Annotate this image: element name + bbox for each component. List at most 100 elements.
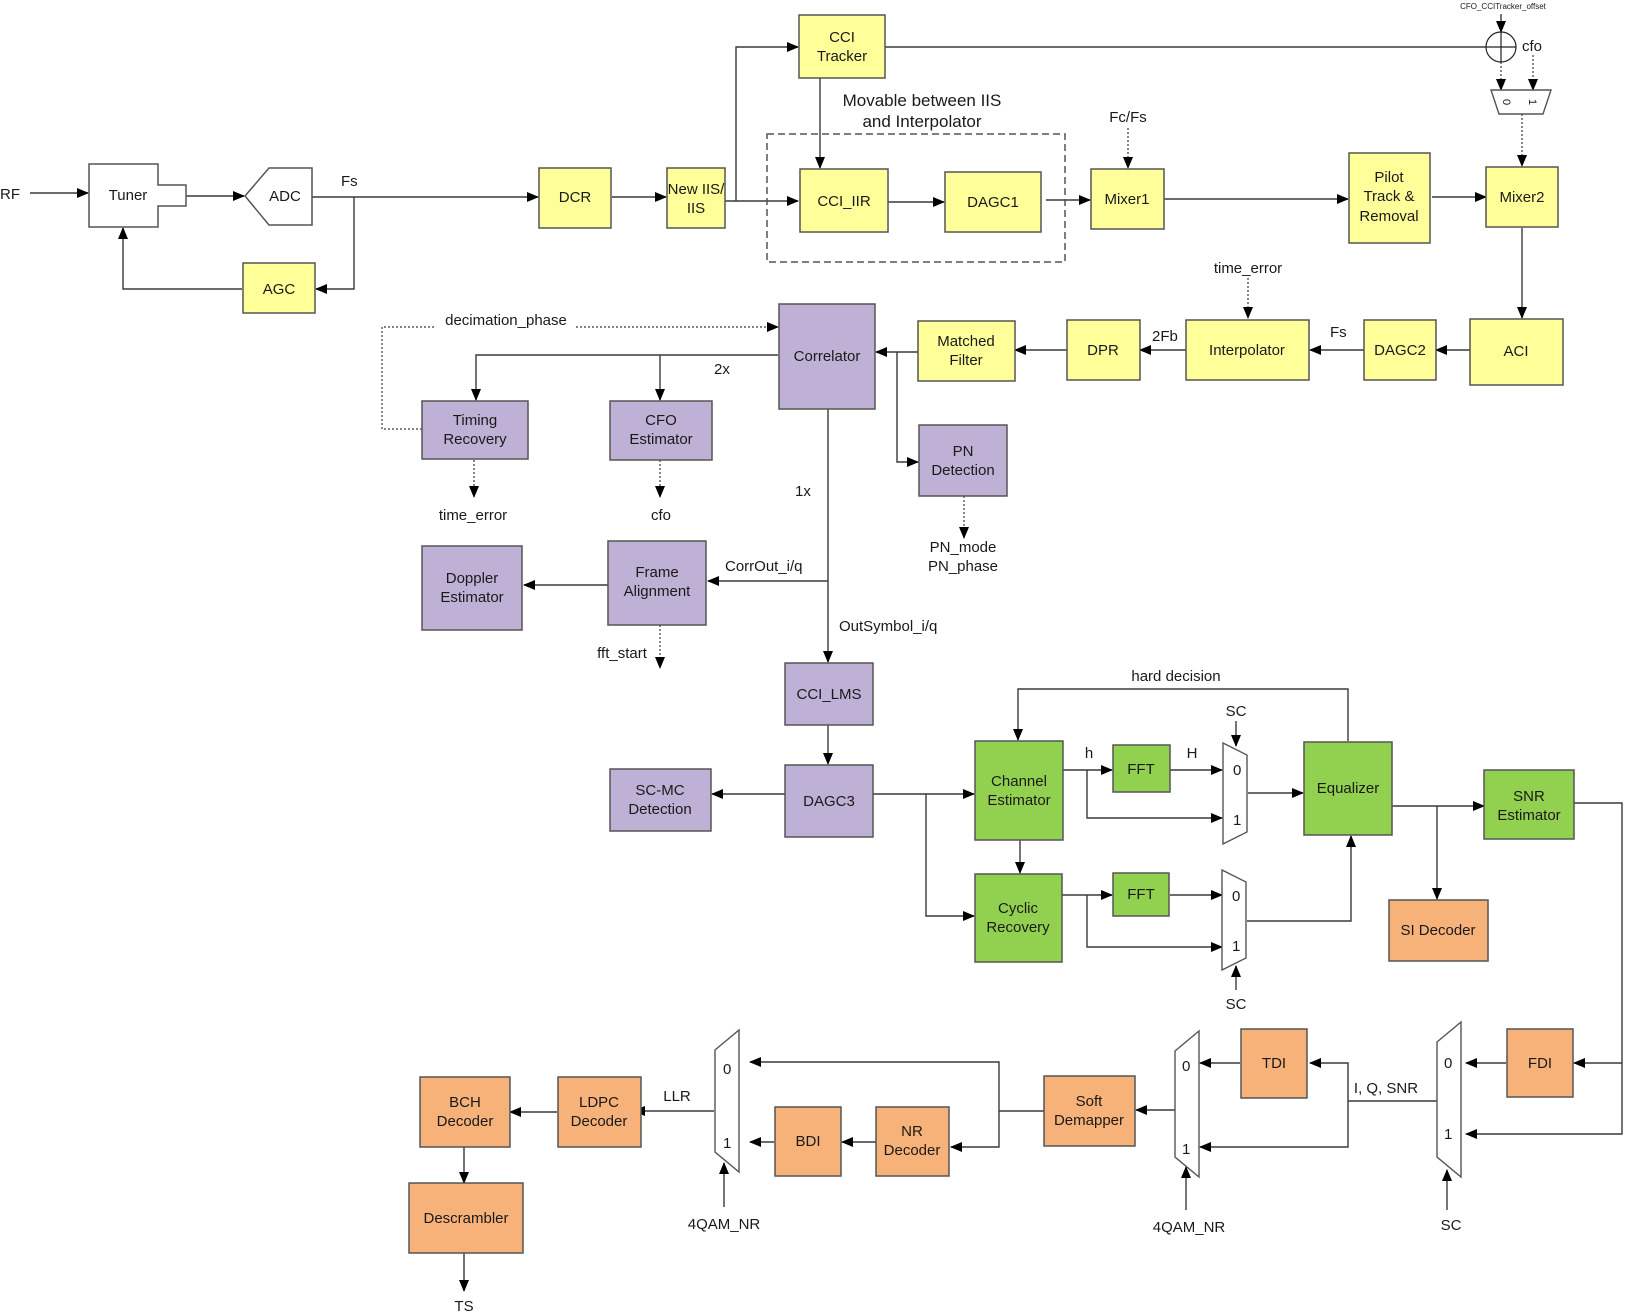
new-iis-label-1: New IIS/ (668, 181, 726, 198)
qam-nr-label-mux4: 4QAM_NR (1153, 1219, 1226, 1236)
channel-estimator-label-1: Channel (991, 773, 1047, 790)
pn-detection-block[interactable]: PN Detection (918, 424, 1008, 497)
tuner-block[interactable]: Tuner (88, 163, 187, 228)
equalizer-label: Equalizer (1317, 780, 1380, 797)
cyclic-recovery-label-2: Recovery (986, 919, 1050, 936)
cyclic-recovery-block[interactable]: Cyclic Recovery (974, 873, 1063, 963)
pn-detection-label-2: Detection (931, 462, 994, 479)
mux3-1: 1 (1444, 1126, 1452, 1143)
dagc3-block[interactable]: DAGC3 (784, 764, 874, 838)
equalizer-block[interactable]: Equalizer (1303, 741, 1393, 836)
nr-decoder-label-2: Decoder (884, 1142, 941, 1159)
pilot-label-3: Removal (1359, 208, 1418, 225)
adc-label: ADC (269, 188, 301, 205)
movable-region (766, 133, 1066, 263)
mixer1-label: Mixer1 (1104, 191, 1149, 208)
h-small-label: h (1085, 745, 1093, 762)
channel-estimator-block[interactable]: Channel Estimator (974, 740, 1064, 841)
mux5-1: 1 (723, 1135, 731, 1152)
mux5-0: 0 (723, 1061, 731, 1078)
pilot-track-block[interactable]: Pilot Track & Removal (1348, 152, 1431, 244)
doppler-estimator-block[interactable]: Doppler Estimator (421, 545, 523, 631)
hard-decision-label: hard decision (1131, 668, 1220, 685)
adc-block[interactable]: ADC (244, 167, 313, 226)
matched-filter-label-1: Matched (937, 333, 995, 350)
time-error-label-top: time_error (1214, 260, 1282, 277)
frame-alignment-block[interactable]: Frame Alignment (607, 540, 707, 626)
one-x-label: 1x (795, 483, 811, 500)
correlator-block[interactable]: Correlator (778, 303, 876, 410)
frame-alignment-label-1: Frame (635, 564, 678, 581)
cfo-label-top: cfo (1522, 38, 1542, 55)
dcr-block[interactable]: DCR (538, 167, 612, 229)
bdi-block[interactable]: BDI (774, 1106, 842, 1177)
corr-out-label: CorrOut_i/q (725, 558, 803, 575)
pn-detection-label-1: PN (953, 443, 974, 460)
cfo-estimator-block[interactable]: CFO Estimator (609, 400, 713, 461)
bch-label-2: Decoder (437, 1113, 494, 1130)
doppler-label-2: Estimator (440, 589, 503, 606)
dagc3-label: DAGC3 (803, 793, 855, 810)
agc-block[interactable]: AGC (242, 262, 316, 314)
aci-block[interactable]: ACI (1469, 318, 1564, 386)
fft-block-2[interactable]: FFT (1112, 872, 1170, 917)
channel-estimator-label-2: Estimator (987, 792, 1050, 809)
dcr-label: DCR (559, 189, 592, 206)
cfo-offset-label: CFO_CCITracker_offset (1460, 2, 1547, 11)
mux-cyclic[interactable]: 0 1 (1221, 868, 1247, 972)
dpr-block[interactable]: DPR (1066, 319, 1141, 381)
fdi-block[interactable]: FDI (1506, 1028, 1574, 1098)
tuner-label: Tuner (109, 187, 148, 204)
mixer2-block[interactable]: Mixer2 (1485, 166, 1559, 228)
bch-label-1: BCH (449, 1094, 481, 1111)
dagc2-label: DAGC2 (1374, 342, 1426, 359)
cci-tracker-block[interactable]: CCI Tracker (798, 14, 886, 79)
dagc2-block[interactable]: DAGC2 (1363, 319, 1437, 381)
pn-mode-label: PN_mode (930, 539, 997, 556)
mux-nr-select[interactable]: 0 1 (714, 1028, 740, 1174)
ldpc-decoder-block[interactable]: LDPC Decoder (557, 1076, 642, 1148)
cfo-estimator-label-2: Estimator (629, 431, 692, 448)
scmc-detection-block[interactable]: SC-MC Detection (609, 768, 712, 832)
si-decoder-block[interactable]: SI Decoder (1388, 899, 1489, 962)
dagc1-block[interactable]: DAGC1 (944, 171, 1042, 233)
cci-lms-block[interactable]: CCI_LMS (784, 662, 874, 726)
fft-block-1[interactable]: FFT (1112, 744, 1171, 793)
cfo-mux-1: 1 (1526, 99, 1538, 105)
bch-decoder-block[interactable]: BCH Decoder (419, 1076, 511, 1148)
aci-label: ACI (1503, 343, 1528, 360)
tdi-label: TDI (1262, 1055, 1286, 1072)
nr-decoder-block[interactable]: NR Decoder (875, 1106, 950, 1177)
mux-deinterleave-select[interactable]: 0 1 (1436, 1020, 1462, 1179)
fc-fs-label: Fc/Fs (1109, 109, 1147, 126)
mux-channel[interactable]: 0 1 (1222, 741, 1248, 846)
iq-snr-label: I, Q, SNR (1354, 1080, 1418, 1097)
timing-recovery-block[interactable]: Timing Recovery (421, 400, 529, 460)
new-iis-block[interactable]: New IIS/ IIS (666, 167, 726, 229)
matched-filter-block[interactable]: Matched Filter (917, 320, 1016, 382)
descrambler-block[interactable]: Descrambler (408, 1182, 524, 1254)
mixer1-block[interactable]: Mixer1 (1090, 168, 1165, 230)
snr-estimator-block[interactable]: SNR Estimator (1483, 769, 1575, 840)
pilot-label-2: Track & (1363, 188, 1414, 205)
matched-filter-label-2: Filter (949, 352, 982, 369)
cfo-estimator-label-1: CFO (645, 412, 677, 429)
soft-demapper-block[interactable]: Soft Demapper (1043, 1075, 1136, 1147)
cfo-mux-0: 0 (1500, 99, 1512, 105)
tdi-block[interactable]: TDI (1240, 1028, 1308, 1099)
llr-label: LLR (663, 1088, 691, 1105)
cyclic-recovery-label-1: Cyclic (998, 900, 1038, 917)
sc-label-bottom: SC (1226, 996, 1247, 1013)
two-fb-label: 2Fb (1152, 328, 1178, 345)
correlator-label: Correlator (794, 348, 861, 365)
timing-recovery-label-1: Timing (453, 412, 497, 429)
snr-label-2: Estimator (1497, 807, 1560, 824)
descrambler-label: Descrambler (423, 1210, 508, 1227)
cci-tracker-label-2: Tracker (817, 48, 867, 65)
cci-iir-block[interactable]: CCI_IIR (799, 168, 889, 233)
mux-tdi-select[interactable]: 0 1 (1174, 1029, 1200, 1179)
cfo-mux[interactable]: 0 1 (1490, 89, 1552, 115)
frame-alignment-label-2: Alignment (624, 583, 692, 600)
interpolator-block[interactable]: Interpolator (1185, 319, 1310, 381)
